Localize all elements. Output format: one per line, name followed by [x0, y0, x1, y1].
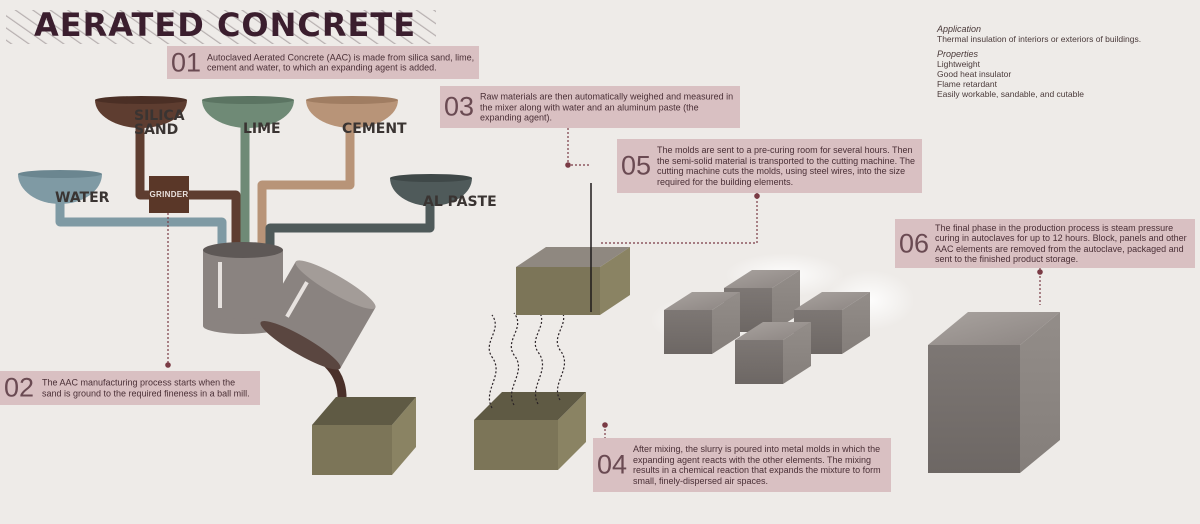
water-bowl-icon: [18, 174, 102, 204]
step-01: 01 Autoclaved Aerated Concrete (AAC) is …: [167, 46, 479, 79]
pipes: [55, 120, 435, 250]
application-text: Thermal insulation of interiors or exter…: [937, 34, 1142, 44]
lime-bowl-icon: [202, 100, 294, 128]
step-01-number: 01: [171, 47, 202, 77]
final-block-icon: [928, 312, 1060, 473]
step-04-text: After mixing, the slurry is poured into …: [633, 444, 881, 486]
water-label: WATER: [55, 190, 110, 206]
step-05: 05 The molds are sent to a pre-curing ro…: [617, 139, 922, 193]
expanding-mold-icon: [474, 307, 586, 470]
grinder-box: GRINDER: [149, 176, 189, 213]
step-02-number: 02: [4, 372, 35, 403]
application-heading: Application: [937, 24, 982, 34]
step-04-number: 04: [597, 449, 628, 480]
properties-heading: Properties: [937, 49, 979, 59]
hatch-stripes-icon: [6, 10, 436, 44]
step-05-text: The molds are sent to a pre-curing room …: [657, 145, 915, 187]
step-02-text: The AAC manufacturing process starts whe…: [42, 377, 250, 399]
silica-label-line1: SILICA: [134, 108, 185, 124]
property-item: Lightweight: [937, 59, 981, 69]
step-02: 02 The AAC manufacturing process starts …: [0, 371, 260, 405]
connector-dots: [165, 162, 1043, 428]
step-06-number: 06: [899, 228, 930, 258]
property-item: Good heat insulator: [937, 69, 1012, 79]
cut-block-icon: [516, 183, 630, 315]
info-sidebar: Application Thermal insulation of interi…: [937, 24, 1177, 99]
property-item: Flame retardant: [937, 79, 997, 89]
al-paste-bowl-icon: [390, 178, 472, 206]
mold-icon: [312, 397, 416, 475]
grinder-label: GRINDER: [149, 190, 189, 199]
step-05-number: 05: [621, 150, 652, 181]
silica-label-line2: SAND: [134, 122, 179, 138]
step-03-number: 03: [444, 91, 475, 122]
page-title: AERATED CONCRETE: [34, 6, 417, 44]
step-06-text: The final phase in the production proces…: [935, 222, 1187, 265]
property-item: Easily workable, sandable, and cutable: [937, 89, 1084, 99]
lime-label: LIME: [243, 121, 281, 137]
step-06: 06 The final phase in the production pro…: [895, 219, 1195, 268]
al-paste-label: AL PASTE: [423, 194, 497, 210]
step-04: 04 After mixing, the slurry is poured in…: [593, 438, 891, 492]
steam-icon: [488, 307, 566, 409]
silica-sand-bowl-icon: [95, 100, 187, 128]
pour-drum-icon: [260, 260, 376, 370]
step-03-text: Raw materials are then automatically wei…: [480, 91, 734, 123]
curing-blocks-icon: [664, 270, 870, 384]
cement-bowl-icon: [306, 100, 398, 128]
step-01-text: Autoclaved Aerated Concrete (AAC) is mad…: [207, 52, 475, 73]
step-03: 03 Raw materials are then automatically …: [440, 86, 740, 128]
cement-label: CEMENT: [342, 121, 407, 137]
